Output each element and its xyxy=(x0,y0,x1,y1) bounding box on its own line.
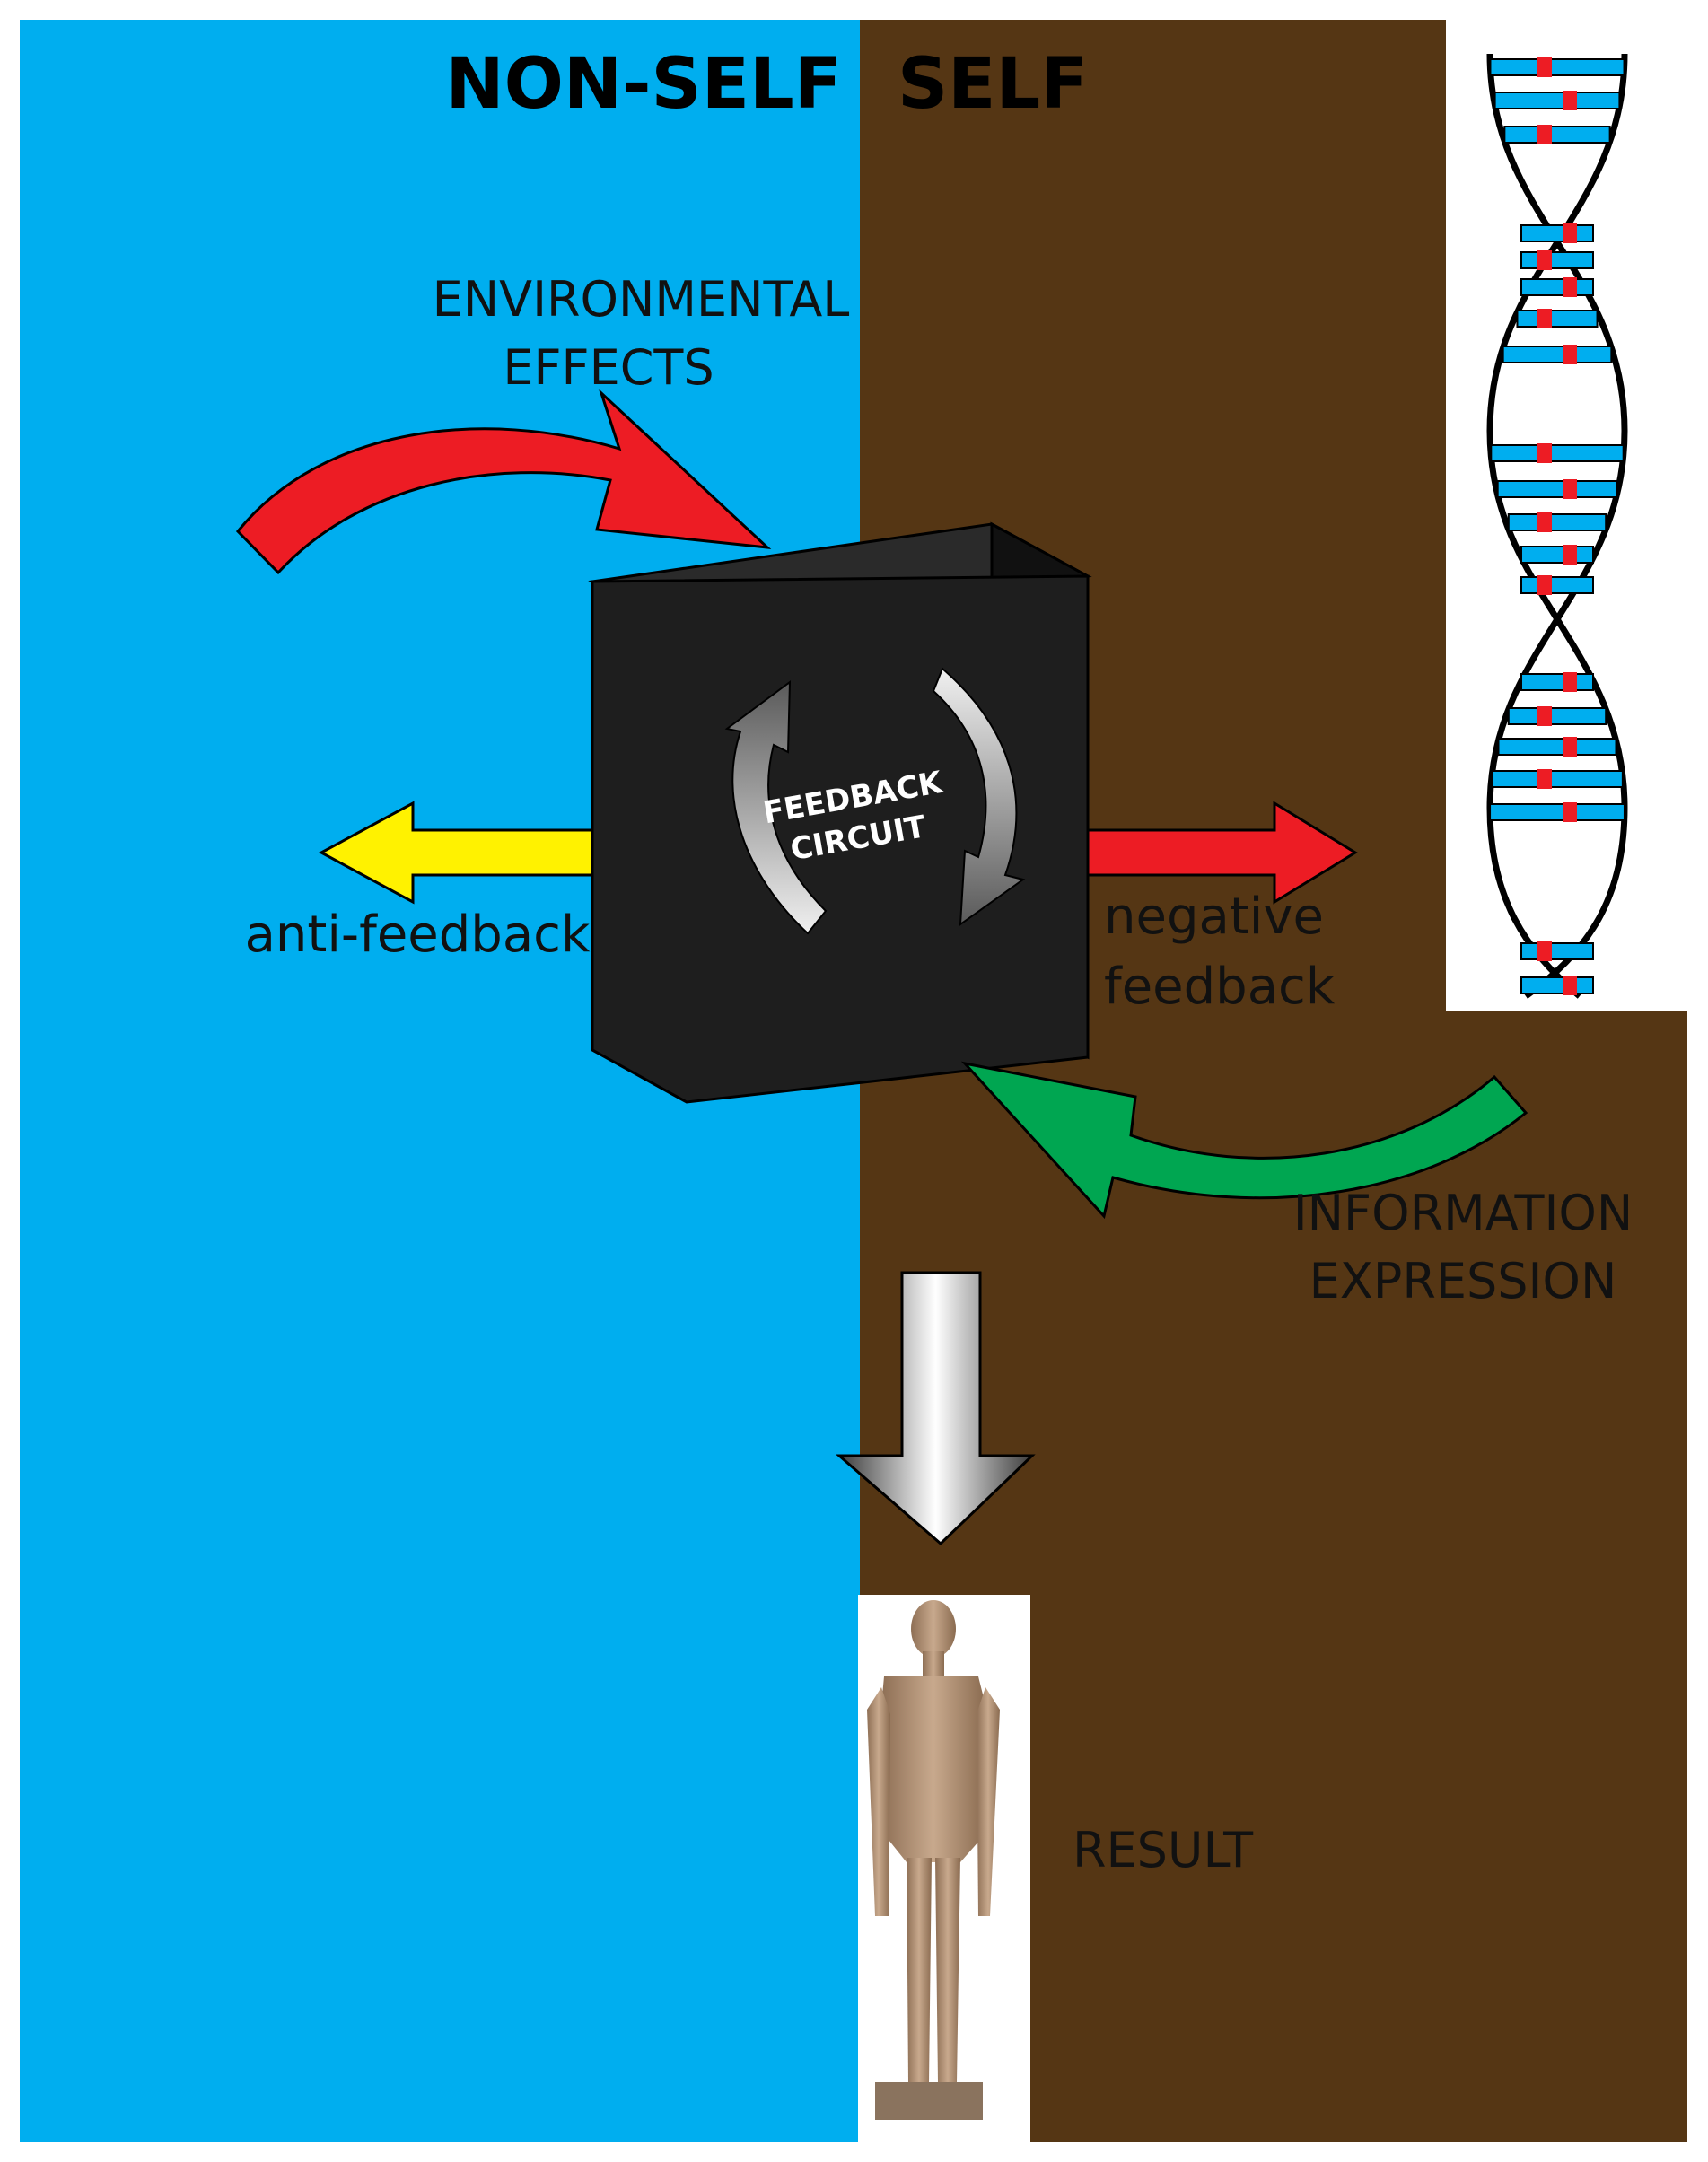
dna-rung-marker xyxy=(1563,672,1577,692)
dna-rung xyxy=(1520,278,1594,296)
dna-rung-marker xyxy=(1563,345,1577,364)
dna-rung xyxy=(1496,480,1618,498)
dna-rung-marker xyxy=(1537,941,1552,961)
dna-rung xyxy=(1502,346,1613,363)
anti-feedback-arrow xyxy=(318,801,599,905)
dna-rung-marker xyxy=(1563,223,1577,243)
negative-feedback-arrow xyxy=(1075,801,1358,905)
kouros-statue-icon xyxy=(858,1595,1030,2142)
dna-rung xyxy=(1497,738,1617,756)
dna-rung xyxy=(1490,444,1625,462)
dna-rung-marker xyxy=(1563,479,1577,499)
result-label: RESULT xyxy=(1073,1822,1254,1878)
information-label-line1: INFORMATION xyxy=(1293,1185,1634,1241)
non-self-title: NON-SELF xyxy=(445,44,842,125)
information-label-line2: EXPRESSION xyxy=(1309,1253,1617,1309)
dna-rung xyxy=(1507,707,1607,725)
dna-rung xyxy=(1520,942,1594,960)
dna-rung xyxy=(1520,976,1594,994)
dna-rung xyxy=(1516,310,1599,328)
dna-rung-marker xyxy=(1537,575,1552,595)
dna-rung xyxy=(1520,224,1594,242)
dna-rung-marker xyxy=(1537,769,1552,789)
dna-rung xyxy=(1520,251,1594,269)
dna-rung-marker xyxy=(1563,802,1577,822)
dna-rung xyxy=(1520,546,1594,564)
dna-rung-marker xyxy=(1537,57,1552,77)
negative-feedback-label-line1: negative xyxy=(1104,888,1324,946)
self-title: SELF xyxy=(898,44,1088,125)
dna-rung-marker xyxy=(1563,277,1577,297)
environmental-effects-arrow xyxy=(235,388,772,575)
dna-rung-marker xyxy=(1537,309,1552,328)
dna-rung xyxy=(1489,803,1625,821)
dna-rung-marker xyxy=(1537,706,1552,726)
information-expression-arrow xyxy=(960,1061,1528,1220)
dna-rung-marker xyxy=(1537,125,1552,144)
negative-feedback-label-line2: feedback xyxy=(1104,958,1336,1016)
environmental-label-line2: EFFECTS xyxy=(503,339,714,396)
result-down-arrow xyxy=(835,1271,1036,1546)
dna-rung xyxy=(1520,673,1594,691)
environmental-label-line1: ENVIRONMENTAL xyxy=(433,271,850,328)
dna-rung xyxy=(1489,58,1625,76)
dna-rung-marker xyxy=(1563,545,1577,565)
dna-rung-marker xyxy=(1537,443,1552,463)
dna-rung xyxy=(1491,770,1624,788)
dna-rung-marker xyxy=(1563,737,1577,757)
dna-rung xyxy=(1503,126,1611,144)
dna-rung xyxy=(1520,576,1594,594)
dna-rung-marker xyxy=(1563,976,1577,995)
dna-rung-marker xyxy=(1537,250,1552,270)
dna-rung-marker xyxy=(1537,512,1552,532)
dna-rung xyxy=(1507,513,1607,531)
dna-rung-marker xyxy=(1563,91,1577,110)
anti-feedback-label: anti-feedback xyxy=(245,906,591,964)
dna-helix-icon xyxy=(1446,20,1706,1011)
dna-rung xyxy=(1493,92,1621,109)
